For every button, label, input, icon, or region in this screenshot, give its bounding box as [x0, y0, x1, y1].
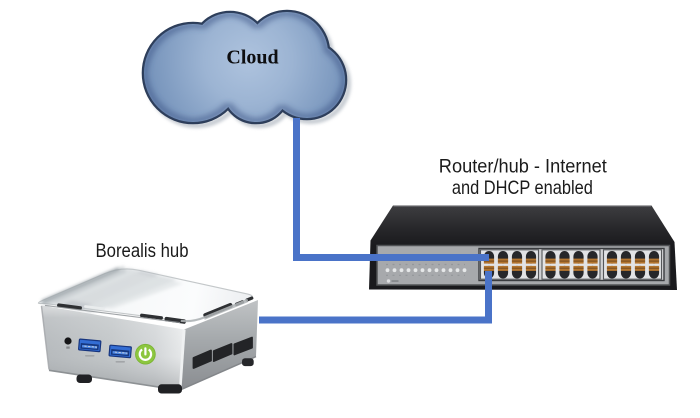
svg-text:Borealis hub: Borealis hub	[96, 241, 189, 262]
svg-text:Router/hub - Internet: Router/hub - Internet	[439, 155, 608, 177]
svg-text:Cloud: Cloud	[226, 47, 278, 69]
svg-text:and DHCP enabled: and DHCP enabled	[452, 177, 593, 199]
